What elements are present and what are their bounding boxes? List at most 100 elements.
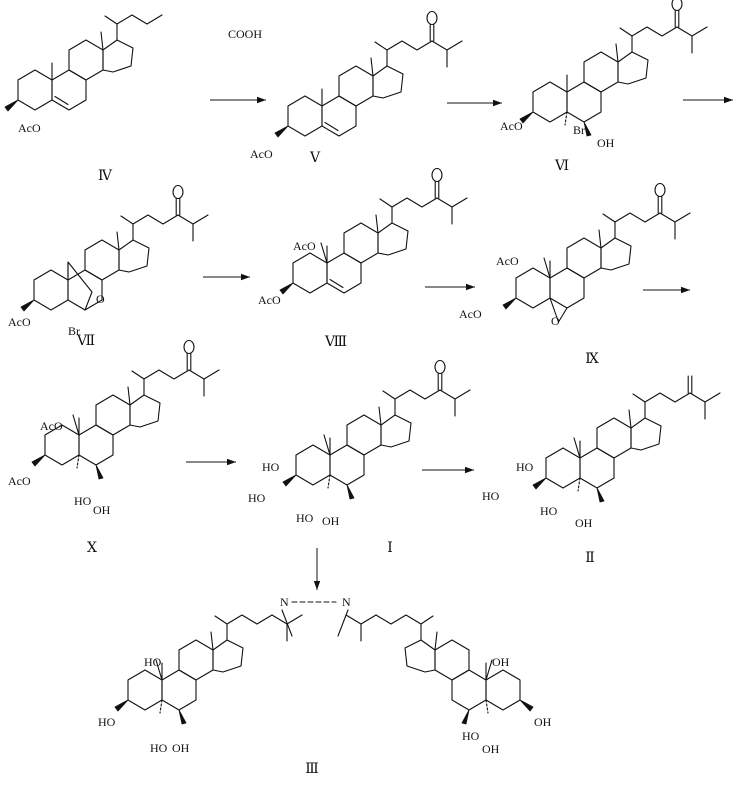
compound-iii-right-c19-bond (485, 659, 493, 681)
atom-label-iii: N (342, 595, 351, 609)
compound-iv-side-chain (116, 14, 163, 41)
compound-iv-ring-C (68, 39, 104, 81)
atom-label-iii: HO (144, 655, 162, 669)
compound-iii-right-side-chain (375, 614, 422, 641)
atom-label-viii: AcO (258, 293, 281, 307)
atom-label-ii: HO (482, 489, 500, 503)
compound-iv-ring-B (51, 69, 87, 111)
compound-vi-c20-methyl (619, 27, 633, 37)
compound-iii-right-ring-B (451, 669, 487, 711)
compound-iv-c3-wedge (4, 99, 19, 112)
compound-viii (279, 167, 468, 295)
compound-vii-ring-D (118, 239, 150, 273)
atom-label-x: AcO (8, 474, 31, 488)
compound-label-ix: Ⅸ (585, 352, 599, 367)
compound-iv-c13-methyl (100, 31, 104, 51)
azine-c-n-left (281, 609, 293, 637)
compound-iii-right-c20-methyl (420, 615, 434, 625)
compound-iv-ring-A (17, 69, 53, 111)
compound-iii-right-ring-A (485, 669, 521, 711)
compound-vi-ring-D (617, 51, 649, 85)
compound-iii-left-c19-bond (155, 659, 163, 681)
atom-label-ix: O (551, 314, 560, 328)
atom-label-vi: OH (597, 136, 615, 150)
atom-label-i: HO (296, 511, 314, 525)
compound-iv-double-bond (54, 95, 69, 106)
atom-label-viii: AcO (293, 239, 316, 253)
compound-v-isopropyl (431, 40, 463, 51)
compound-ix-ring-D (600, 237, 632, 271)
compound-i-c13-methyl (378, 406, 382, 426)
atom-label-iii: HO (98, 715, 116, 729)
compound-label-iv: Ⅳ (98, 169, 113, 184)
compound-v-double-bond (324, 121, 339, 132)
compound-i-side-chain (394, 389, 441, 416)
compound-ii (532, 375, 721, 503)
atom-label-vii: AcO (8, 315, 31, 329)
compound-i-isopropyl (439, 389, 471, 400)
compound-vii-isopropyl (177, 214, 209, 225)
compound-vii-ring-C (84, 239, 120, 281)
compound-vi-carbonyl-oxygen (671, 0, 683, 12)
compound-vi-c13-methyl (615, 43, 619, 63)
compound-iii-right-c3-wedge (519, 699, 534, 712)
compound-viii-ring-C (343, 222, 379, 264)
compound-v-ring-C (338, 65, 374, 107)
compound-v-c20-methyl (374, 41, 388, 51)
compound-ix-side-chain (614, 212, 661, 239)
reaction-arrow-head (257, 96, 266, 104)
compound-v-ring-D (372, 65, 404, 99)
compound-ix-c19-bond (543, 257, 551, 279)
compound-label-vii: Ⅶ (76, 334, 95, 349)
compound-x-ring-B (78, 424, 114, 466)
compound-i-c5-bond (327, 474, 331, 489)
compound-ii-ring-B (579, 447, 615, 489)
compound-label-i: Ⅰ (387, 541, 393, 556)
compound-label-ii: Ⅱ (585, 551, 595, 566)
atom-label-iii: HO (462, 729, 480, 743)
atom-label-i: HO (248, 491, 266, 505)
compound-viii-side-chain (391, 197, 438, 224)
compound-iv-ring-D (102, 39, 134, 73)
compound-vii-side-chain (132, 214, 179, 241)
atom-label-iii: OH (172, 741, 190, 755)
atom-label-i: HO (262, 460, 280, 474)
compound-v-carbonyl-oxygen (426, 10, 438, 26)
atom-label-x: AcO (40, 419, 63, 433)
compound-x-c20-methyl (131, 370, 145, 380)
compound-ix-epoxide-ring (549, 297, 568, 323)
compound-viii-isopropyl (436, 197, 468, 208)
compound-vi (519, 0, 708, 137)
compound-iii-right-c5-bond (485, 699, 489, 714)
atom-label-vi: AcO (500, 119, 523, 133)
compound-v-ring-B (321, 95, 357, 137)
compound-i-c19-bond (323, 434, 331, 456)
compound-x-c5-bond (76, 454, 80, 469)
reaction-arrow-7 (186, 458, 236, 466)
compound-label-x: Ⅹ (87, 541, 97, 556)
compound-ii-ring-C (596, 417, 632, 459)
compound-i-ring-C (346, 414, 382, 456)
compound-iii-right-ring-D (404, 639, 436, 673)
compound-v (274, 10, 463, 138)
compound-label-v: Ⅴ (309, 151, 321, 166)
compound-ii-c5-bond (577, 477, 581, 492)
compound-i-ring-A (295, 444, 331, 486)
reaction-arrow-head (466, 283, 475, 291)
compound-ii-ring-A (545, 447, 581, 489)
compound-viii-ring-D (377, 222, 409, 256)
compound-iii-right-ring-C (434, 639, 470, 681)
compound-vii-ether-bridge (67, 261, 93, 311)
compound-ii-side-chain (644, 392, 691, 419)
compound-ix-ring-C (566, 237, 602, 279)
compound-iii-left-ring-D (212, 639, 244, 673)
compound-iii-left-c5-bond (159, 699, 163, 714)
compound-ii-c3-wedge (532, 477, 547, 490)
compound-label-vi: Ⅵ (554, 159, 569, 174)
compound-ii-ring-D (630, 417, 662, 451)
compound-i (282, 359, 471, 500)
reaction-arrow-head (241, 273, 250, 281)
compound-ii-c6-wedge (596, 487, 605, 503)
compound-viii-c13-methyl (375, 214, 379, 234)
compound-ix-c3-wedge (502, 297, 517, 310)
